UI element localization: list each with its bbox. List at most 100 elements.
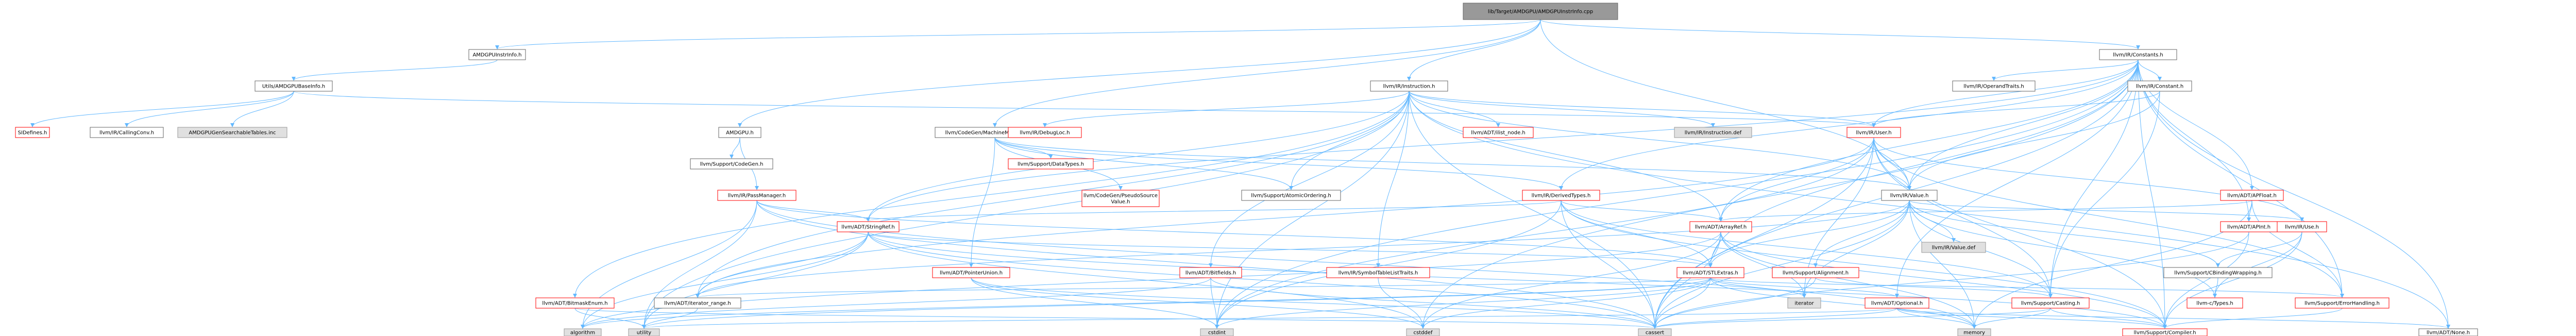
edge-stringref-to-iterator_range [696,231,869,298]
node-label: Value.h [1111,199,1130,205]
edge-stringref-to-cstddef [868,231,1425,329]
node-label: algorithm [570,330,595,336]
node-llvm-ir-value-def: llvm/IR/Value.def [1921,242,1986,253]
node-llvm-ir-callingconv-h[interactable]: llvm/IR/CallingConv.h [90,127,164,138]
node-llvm-adt-bitmaskenum-h[interactable]: llvm/ADT/BitmaskEnum.h [535,297,615,309]
node-label: llvm/IR/Use.h [2285,225,2319,230]
node-llvm-ir-constants-h[interactable]: llvm/IR/Constants.h [2099,49,2177,60]
node-llvm-support-codegen-h[interactable]: llvm/Support/CodeGen.h [690,158,773,170]
node-llvm-ir-use-h[interactable]: llvm/IR/Use.h [2277,221,2327,232]
node-box [2122,328,2208,336]
node-label: llvm/Support/CodeGen.h [700,162,764,167]
edge-value_h-to-alignment [1814,200,1910,267]
edge-amdgpuinstrinfo_h-to-baseinfo [292,59,498,81]
node-llvm-support-alignment-h[interactable]: llvm/Support/Alignment.h [1772,267,1859,278]
node-llvm-ir-user-h[interactable]: llvm/IR/User.h [1846,127,1901,138]
edge-value_h-to-memory [1909,200,1976,329]
edge-constant_h-to-value_h [1907,91,2160,190]
edge-root-to-amdgpuinstrinfo_h [495,19,1541,49]
edge-value_h-to-iterator_range [696,200,1910,298]
node-llvm-ir-derivedtypes-h[interactable]: llvm/IR/DerivedTypes.h [1522,190,1600,201]
node-label: llvm/ADT/ArrayRef.h [1695,225,1747,230]
node-box [1370,80,1448,92]
node-llvm-ir-symboltablelisttraits-h[interactable]: llvm/IR/SymbolTableListTraits.h [1326,267,1430,278]
node-llvm-c-types-h[interactable]: llvm-c/Types.h [2187,297,2243,309]
node-llvm-adt-stlextras-h[interactable]: llvm/ADT/STLExtras.h [1676,267,1744,278]
edge-stlextras-to-iterator [1710,277,1806,298]
node-label: llvm/IR/Constant.h [2136,84,2183,90]
node-cassert: cassert [1638,328,1672,336]
node-box [564,328,602,336]
edge-passmanager-to-utility [642,200,757,329]
edge-pointerunion-to-cstddef [971,277,1425,329]
node-utils-amdgpubaseinfo-h[interactable]: Utils/AMDGPUBaseInfo.h [255,80,333,92]
edge-stringref-to-stlextras [868,231,1713,267]
node-label: llvm/IR/DerivedTypes.h [1532,193,1591,199]
node-label: llvm/ADT/Bitfields.h [1185,271,1236,276]
node-llvm-ir-value-h[interactable]: llvm/IR/Value.h [1881,190,1938,201]
node-label: llvm/CodeGen/MachineMemOperand.h [945,130,1045,136]
node-llvm-adt-arrayref-h[interactable]: llvm/ADT/ArrayRef.h [1689,221,1752,232]
edge-instruction_h-to-ilist_node [1409,91,1500,127]
node-label: llvm/Support/Compiler.h [2133,330,2196,336]
node-llvm-ir-debugloc-h[interactable]: llvm/IR/DebugLoc.h [1008,127,1082,138]
node-llvm-adt-iterator-range-h[interactable]: llvm/ADT/iterator_range.h [654,297,741,309]
node-llvm-support-atomicordering-h[interactable]: llvm/Support/AtomicOrdering.h [1241,190,1341,201]
node-box [932,267,1010,278]
node-llvm-ir-constant-h[interactable]: llvm/IR/Constant.h [2127,80,2192,92]
node-llvm-support-errorhandling-h[interactable]: llvm/Support/ErrorHandling.h [2295,297,2389,309]
node-llvm-support-cbindingwrapping-h[interactable]: llvm/Support/CBindingWrapping.h [2163,267,2273,278]
node-llvm-ir-instruction-h[interactable]: llvm/IR/Instruction.h [1370,80,1448,92]
node-label: utility [637,330,652,336]
edge-instruction_h-to-arrayref [1409,91,1723,222]
edge-optional-to-none [1896,308,2450,329]
node-llvm-support-casting-h[interactable]: llvm/Support/Casting.h [2011,297,2090,309]
edge-codegen_mmo-to-pointerunion [969,137,995,267]
edge-stlextras-to-cassert [1653,277,1711,329]
node-box [1921,242,1986,253]
edge-constants_h-to-cstddef [1421,59,2139,329]
node-llvm-adt-none-h[interactable]: llvm/ADT/None.h [2418,328,2478,336]
node-box [15,127,50,138]
edge-apint-to-compiler [2163,231,2249,329]
edge-root-to-constants_h [1540,19,2140,49]
edge-bitfields-to-cstdint [1210,277,1219,329]
node-label: iterator [1794,301,1814,307]
node-llvm-adt-apint-h[interactable]: llvm/ADT/APInt.h [2220,221,2278,232]
node-llvm-adt-pointerunion-h[interactable]: llvm/ADT/PointerUnion.h [932,267,1010,278]
edge-derivedtypes-to-cassert [1561,200,1657,329]
edge-stringref-to-algorithm [581,231,869,329]
node-label: llvm/IR/Instruction.h [1383,84,1435,90]
edge-pointerunion-to-cassert [971,277,1657,329]
node-box [1689,221,1752,232]
node-utility: utility [628,328,660,336]
node-label: llvm/IR/DebugLoc.h [1020,130,1070,136]
node-llvm-adt-bitfields-h[interactable]: llvm/ADT/Bitfields.h [1179,267,1242,278]
node-label: lib/Target/AMDGPU/AMDGPUInstrInfo.cpp [1488,9,1593,15]
node-box [718,127,761,138]
node-amdgpu-h[interactable]: AMDGPU.h [718,127,761,138]
node-amdgpuinstrinfo-h[interactable]: AMDGPUInstrInfo.h [468,49,526,60]
node-llvm-adt-optional-h[interactable]: llvm/ADT/Optional.h [1865,297,1929,309]
edge-user_h-to-errorhandling [1873,137,2344,298]
node-box [535,297,615,309]
node-llvm-support-compiler-h[interactable]: llvm/Support/Compiler.h [2122,328,2208,336]
node-llvm-ir-operandtraits-h[interactable]: llvm/IR/OperandTraits.h [1952,80,2036,92]
edge-user_h-to-iterator_range [696,137,1874,298]
node-box [2418,328,2478,336]
edge-constants_h-to-stringref [866,59,2139,222]
node-box [468,49,526,60]
node-llvm-adt-stringref-h[interactable]: llvm/ADT/StringRef.h [837,221,900,232]
edge-stlextras-to-algorithm [581,277,1711,329]
node-box [1952,80,2036,92]
node-llvm-support-datatypes-h[interactable]: llvm/Support/DataTypes.h [1008,158,1094,170]
node-sidefines-h[interactable]: SIDefines.h [15,127,50,138]
node-llvm-ir-passmanager-h[interactable]: llvm/IR/PassManager.h [717,190,796,201]
edge-errorhandling-to-compiler [2163,308,2343,329]
node-llvm-adt-apfloat-h[interactable]: llvm/ADT/APFloat.h [2220,190,2284,201]
node-lib-target-amdgpu-amdgpuinstrinfo-cpp[interactable]: lib/Target/AMDGPU/AMDGPUInstrInfo.cpp [1463,3,1618,20]
node-box [2163,267,2273,278]
edge-stringref-to-compiler [868,231,2167,329]
node-llvm-adt-ilist-node-h[interactable]: llvm/ADT/ilist_node.h [1463,127,1534,138]
